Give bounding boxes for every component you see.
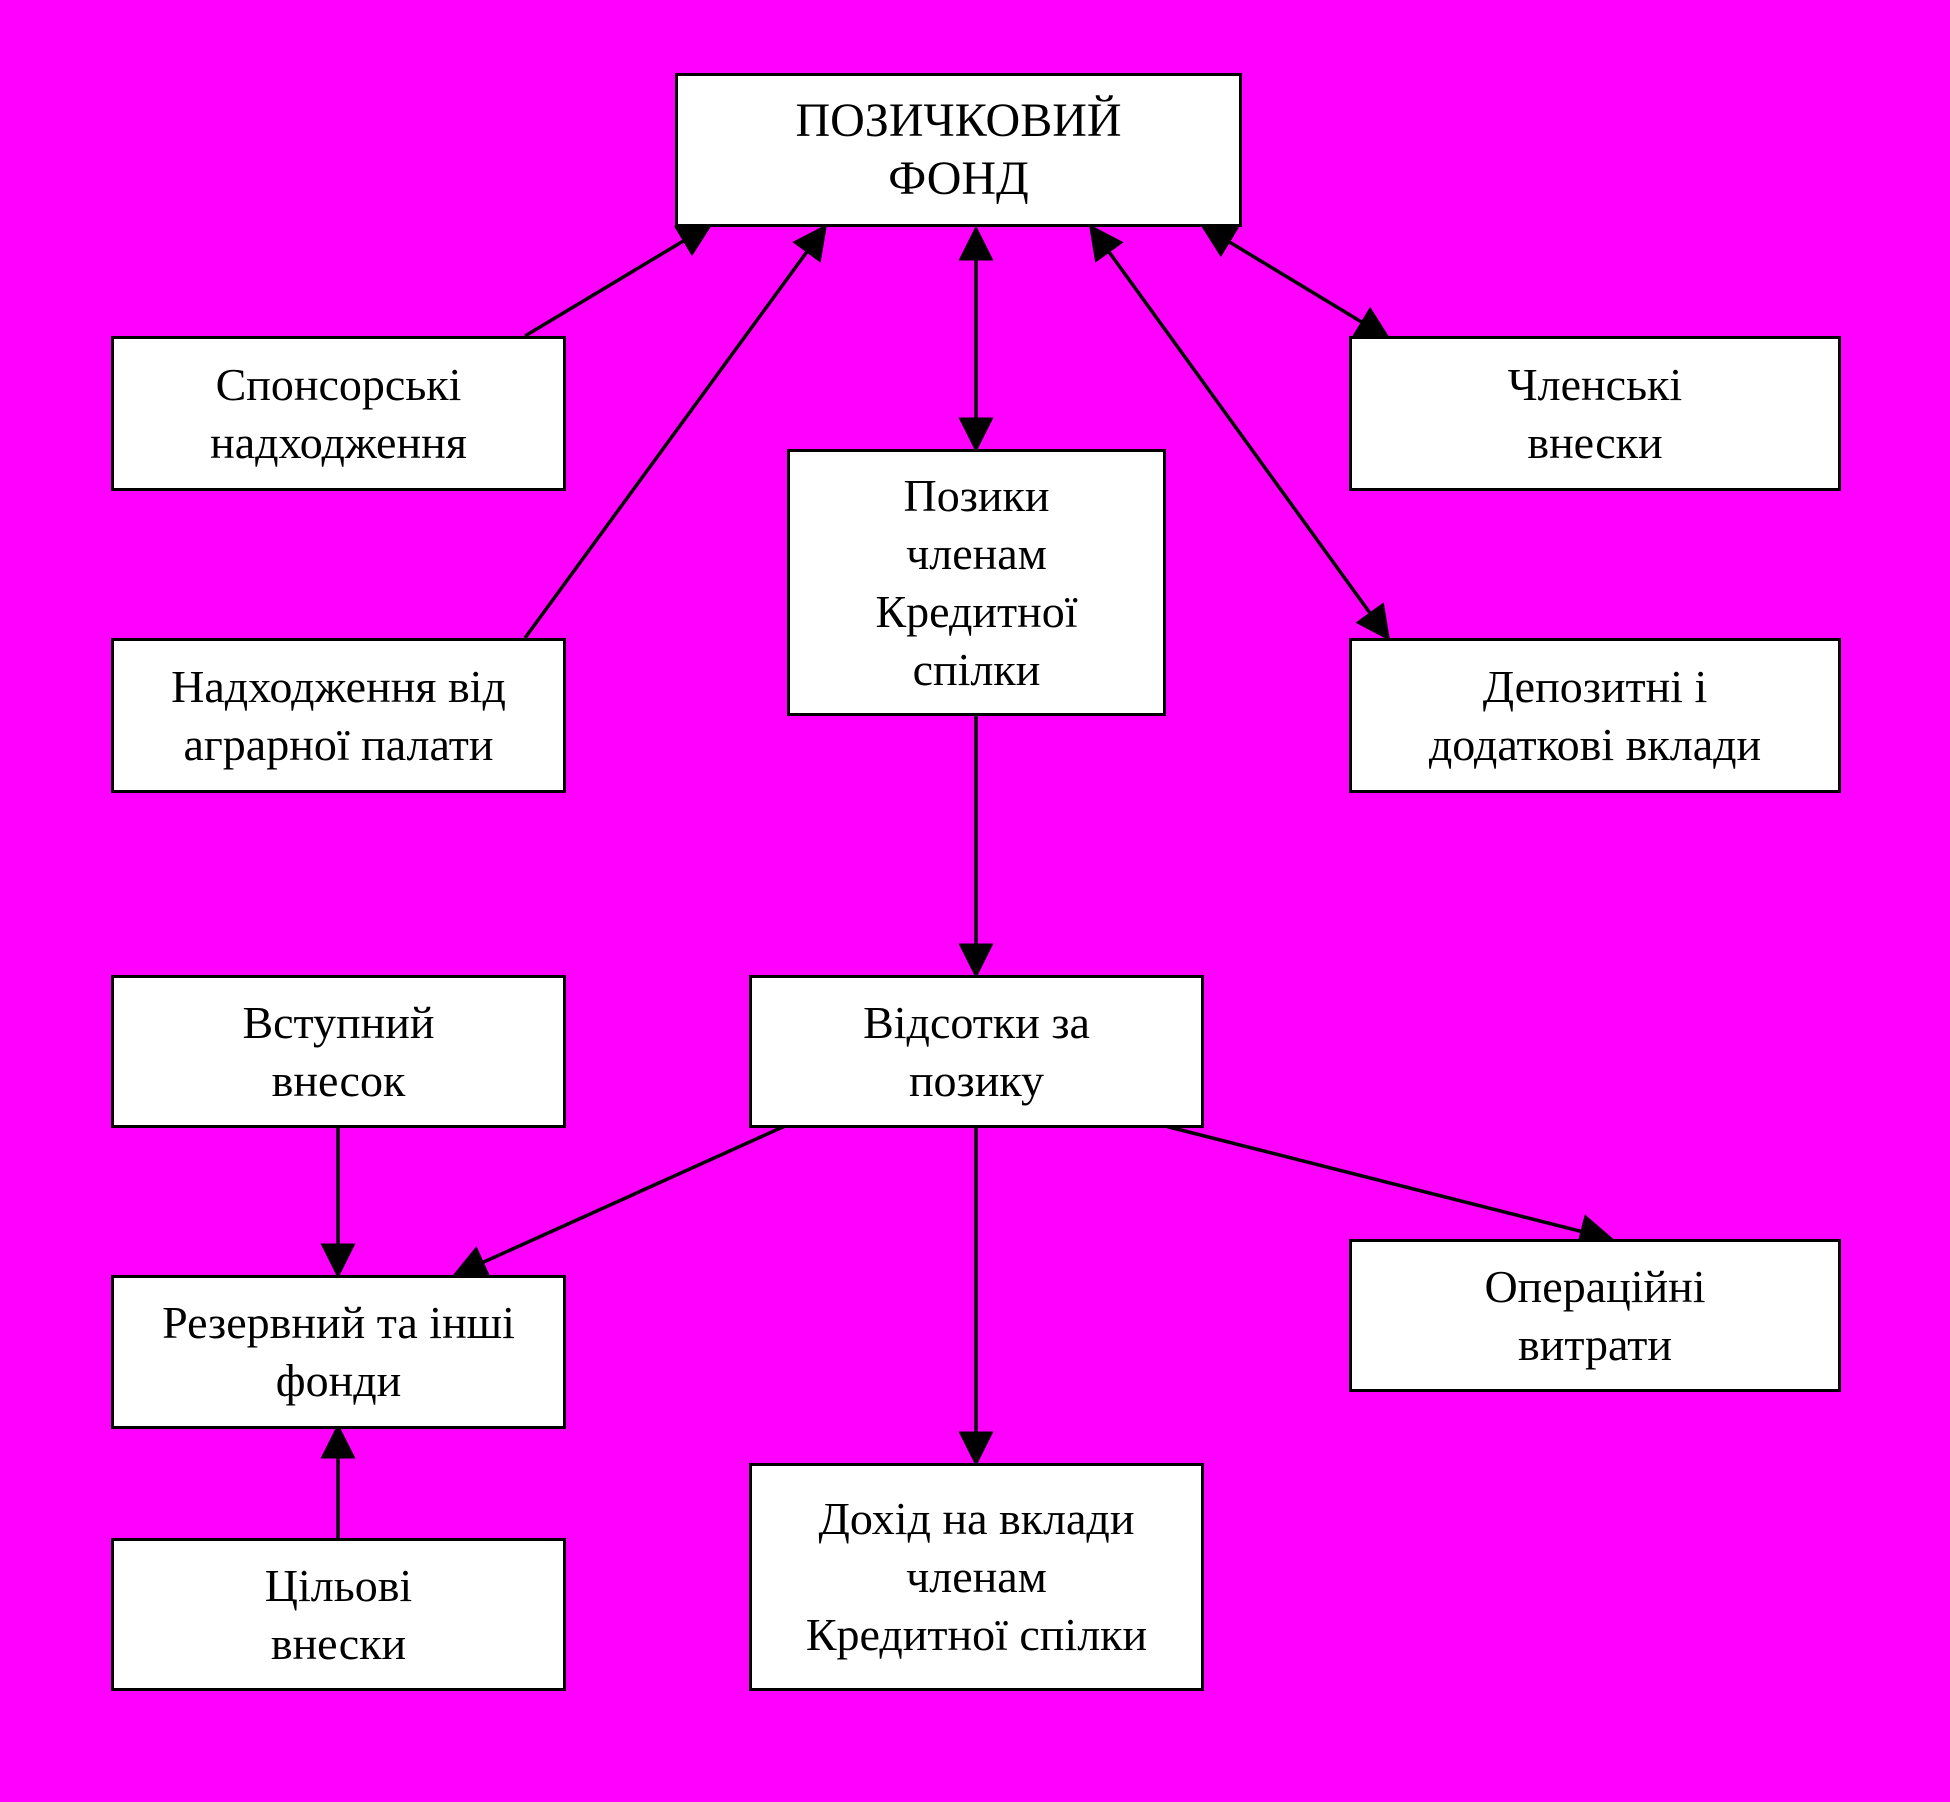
node-loan-fund: ПОЗИЧКОВИЙ ФОНД <box>675 73 1242 227</box>
node-deposit-income: Дохід на вклади членам Кредитної спілки <box>749 1463 1204 1691</box>
node-agrarian-income: Надходження від аграрної палати <box>111 638 566 793</box>
arrow-agrarian-to-fund <box>523 224 828 640</box>
node-loan-interest-label: Відсотки за позику <box>863 996 1090 1106</box>
arrow-interest-to-reserve <box>451 1124 786 1278</box>
node-member-loans: Позики членам Кредитної спілки <box>787 449 1166 716</box>
arrow-fund-membership <box>1200 224 1391 340</box>
node-entry-fee: Вступний внесок <box>111 975 566 1128</box>
node-member-loans-label: Позики членам Кредитної спілки <box>875 469 1078 695</box>
node-reserve-funds: Резервний та інші фонди <box>111 1275 566 1429</box>
node-targeted-contributions-label: Цільові внески <box>264 1559 413 1669</box>
node-operating-expenses-label: Операційні витрати <box>1484 1260 1706 1370</box>
node-entry-fee-label: Вступний внесок <box>242 996 435 1106</box>
node-reserve-funds-label: Резервний та інші фонди <box>162 1297 515 1406</box>
node-deposits-label: Депозитні і додаткові вклади <box>1428 660 1762 770</box>
arrow-sponsor-to-fund <box>524 223 714 338</box>
node-loan-fund-label: ПОЗИЧКОВИЙ ФОНД <box>795 94 1122 205</box>
node-operating-expenses: Операційні витрати <box>1349 1239 1841 1392</box>
node-membership-fees-label: Членські внески <box>1507 358 1683 468</box>
node-loan-interest: Відсотки за позику <box>749 975 1204 1128</box>
node-targeted-contributions: Цільові внески <box>111 1538 566 1691</box>
arrow-fund-deposits <box>1088 224 1391 641</box>
node-deposit-income-label: Дохід на вклади членам Кредитної спілки <box>805 1493 1148 1660</box>
arrow-interest-to-operating <box>1164 1124 1615 1249</box>
node-agrarian-income-label: Надходження від аграрної палати <box>171 660 506 770</box>
node-membership-fees: Членські внески <box>1349 336 1841 491</box>
node-deposits: Депозитні і додаткові вклади <box>1349 638 1841 793</box>
node-sponsor-income-label: Спонсорські надходження <box>210 358 467 468</box>
node-sponsor-income: Спонсорські надходження <box>111 336 566 491</box>
